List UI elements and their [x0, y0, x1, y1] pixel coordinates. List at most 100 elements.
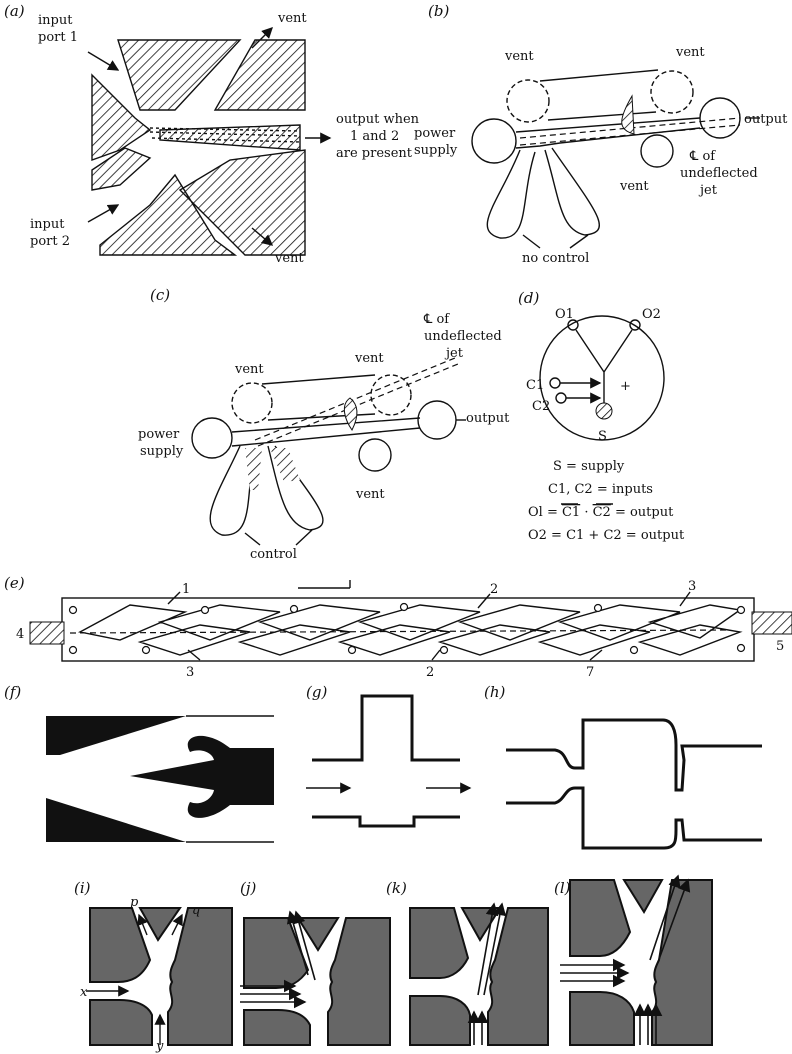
panel-h-label: (h): [484, 683, 506, 701]
b-vent-chamber-bottom: [640, 134, 674, 168]
panel-k: (k): [386, 879, 549, 1046]
f-lower-wall: [46, 798, 186, 842]
e-label-5: 5: [776, 639, 784, 654]
d-eq-o1: Ol = C1 · C2 = output: [528, 505, 674, 520]
b-output: output: [744, 112, 788, 127]
b-supply-chamber: [471, 118, 517, 164]
panel-c: (c) vent vent vent power supply output ℄…: [138, 286, 510, 562]
panel-j: (j): [240, 879, 391, 1046]
c-output: output: [466, 411, 510, 426]
d-port-c1: [549, 377, 561, 389]
panel-b-label: (b): [428, 2, 449, 20]
c-power-line2: supply: [140, 444, 184, 459]
e-label-3-bottom: 3: [186, 665, 194, 680]
b-cl-line2: undeflected: [680, 166, 758, 181]
c-control: control: [250, 547, 297, 562]
i-label-x: x: [80, 985, 88, 1000]
panel-a-label: (a): [4, 2, 25, 20]
b-vent-bottom: vent: [619, 179, 649, 194]
d-port-o2: [629, 319, 641, 331]
b-vent-left: vent: [504, 49, 534, 64]
d-c2-label: C2: [532, 399, 550, 414]
b-no-control: no control: [522, 251, 589, 266]
i-y-junction-body: [89, 907, 233, 1046]
i-label-q: q: [192, 903, 200, 918]
a-vent-bottom: vent: [274, 251, 304, 266]
b-power-line1: power: [414, 126, 456, 141]
panel-g: (g): [306, 683, 472, 828]
panel-f-label: (f): [4, 683, 21, 701]
e-label-3-top: 3: [688, 579, 696, 594]
b-cl-line3: jet: [698, 183, 718, 198]
d-eq-inputs: C1, C2 = inputs: [548, 482, 653, 497]
panel-a: (a) input port 1 input port 2 vent vent …: [4, 2, 420, 266]
e-right-fitting: [751, 611, 792, 635]
c-cl-line2: undeflected: [424, 329, 502, 344]
d-port-o1: [567, 319, 579, 331]
panel-l: (l): [554, 874, 713, 1046]
panel-d: (d) O1 O2 C1 C2 S + S = supply C1, C2 = …: [518, 289, 685, 543]
d-port-c2: [555, 392, 567, 404]
c-vent-left: vent: [234, 362, 264, 377]
c-cl-line3: jet: [444, 346, 464, 361]
a-output-line2: 1 and 2: [350, 129, 399, 144]
panel-g-label: (g): [306, 683, 327, 701]
panel-j-label: (j): [240, 879, 257, 897]
panel-i: (i) p q x y: [74, 879, 233, 1054]
e-label-4: 4: [16, 627, 24, 642]
b-vent-chamber-left: [506, 79, 550, 123]
a-output-line3: are present: [336, 146, 413, 161]
a-vent-top: vent: [277, 11, 307, 26]
d-eq-supply: S = supply: [553, 459, 625, 474]
d-device-circle: [539, 315, 665, 441]
e-label-7: 7: [586, 665, 594, 680]
d-eq-o2: O2 = C1 + C2 = output: [528, 528, 685, 543]
i-label-p: p: [130, 895, 139, 910]
k-y-junction-body: [409, 907, 549, 1046]
panel-e-label: (e): [4, 574, 25, 592]
panel-c-label: (c): [150, 286, 170, 304]
b-cl-line1: ℄ of: [689, 149, 716, 164]
c-vent-bottom: vent: [355, 487, 385, 502]
a-input1-line2: port 1: [38, 30, 78, 45]
b-vent-right: vent: [675, 45, 705, 60]
panel-e: (e) 1 2 3 4 5 3 2 7: [4, 574, 792, 680]
d-supply-port: [595, 402, 613, 420]
panel-b: (b) vent vent vent power supply output ℄…: [414, 2, 788, 266]
f-valve-element: [130, 735, 274, 818]
panel-d-label: (d): [518, 289, 539, 307]
b-power-line2: supply: [414, 143, 458, 158]
a-input1-line1: input: [38, 13, 73, 28]
c-cl-line1: ℄ of: [423, 312, 450, 327]
c-output-chamber: [417, 400, 457, 440]
fluidic-and-gate-body: [91, 39, 306, 256]
b-vent-chamber-right: [650, 70, 694, 114]
i-label-y: y: [155, 1039, 164, 1054]
c-supply-chamber: [191, 417, 233, 459]
e-left-fitting: [29, 621, 65, 645]
c-power-line1: power: [138, 427, 180, 442]
j-y-junction-body: [243, 917, 391, 1046]
panel-i-label: (i): [74, 879, 91, 897]
a-input2-line2: port 2: [30, 234, 70, 249]
d-o1-label: O1: [555, 307, 574, 322]
c-vent-chamber-mid: [370, 374, 412, 416]
d-s-label: S: [598, 429, 607, 444]
panel-h: (h): [484, 683, 762, 850]
c-vent-chamber-left: [231, 382, 273, 424]
e-label-2-bottom: 2: [426, 665, 434, 680]
f-upper-wall: [46, 716, 186, 755]
d-plus: +: [620, 379, 631, 394]
panel-f: (f): [4, 683, 274, 843]
l-y-junction-body: [569, 879, 713, 1046]
d-c1-label: C1: [526, 378, 544, 393]
e-label-1: 1: [182, 582, 190, 597]
e-label-2-top: 2: [490, 582, 498, 597]
a-output-line1: output when: [336, 112, 420, 127]
c-vent-mid: vent: [354, 351, 384, 366]
panel-l-label: (l): [554, 879, 571, 897]
a-input2-line1: input: [30, 217, 65, 232]
c-vent-chamber-bottom: [358, 438, 392, 472]
panel-k-label: (k): [386, 879, 407, 897]
